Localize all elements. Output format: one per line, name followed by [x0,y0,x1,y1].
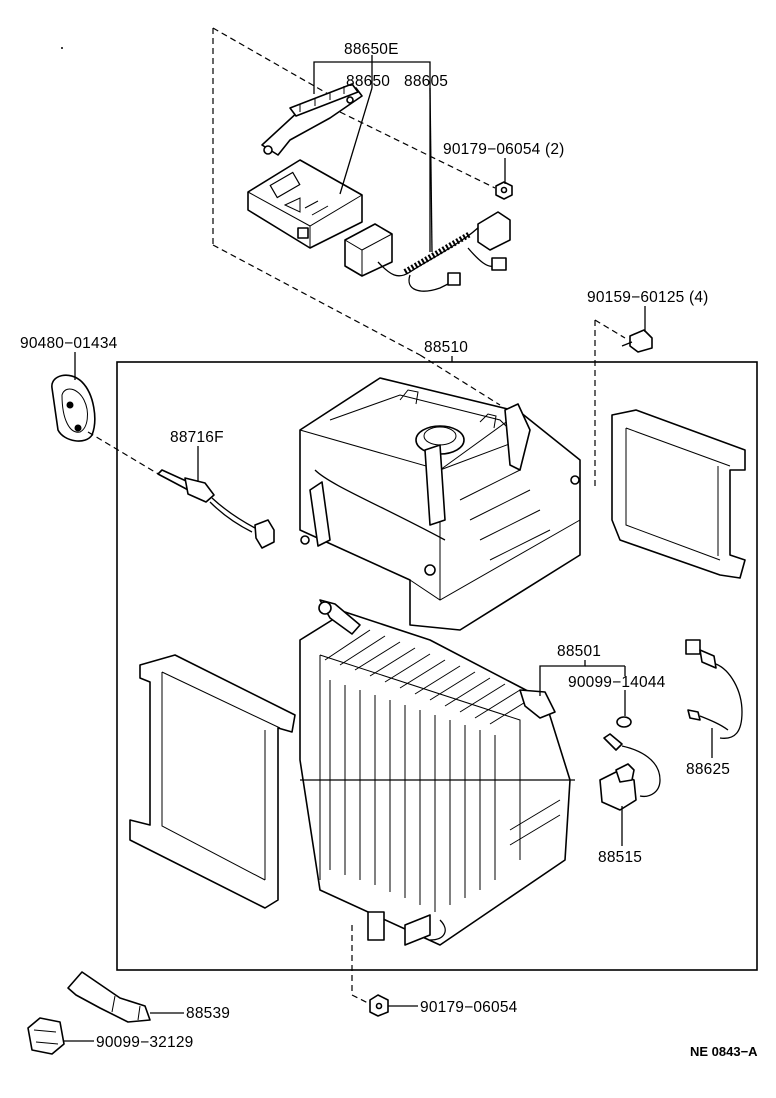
label-88625: 88625 [686,761,730,778]
reference-code: NE 0843−A [690,1044,758,1059]
label-88650: 88650 [346,73,390,90]
evaporator [299,599,575,946]
label-90099-14044: 90099−14044 [568,674,666,691]
grommet [51,374,96,442]
label-88501: 88501 [557,643,601,660]
plug [27,1017,65,1055]
nut-bottom [369,994,389,1017]
washer [616,716,632,728]
pressure-switch [599,733,661,811]
drain-hose [67,971,151,1023]
label-90480-01434: 90480−01434 [20,335,118,352]
label-90099-32129: 90099−32129 [96,1034,193,1051]
stray-mark [61,47,63,49]
part-labels: 88650E 88650 88605 90179−06054 (2) 90159… [20,41,758,1059]
right-seal-frame [611,409,746,579]
nut-top [495,181,513,200]
upper-case [299,377,581,631]
label-88539: 88539 [186,1005,230,1022]
amplifier-bracket [261,83,363,156]
label-88515: 88515 [598,849,642,866]
wire-harness [344,211,511,292]
label-90179-06054-2: 90179−06054 (2) [443,141,565,158]
leader-lines [64,55,713,1042]
amplifier-box [247,159,363,249]
wire-sensor [685,639,743,739]
thermistor [157,469,275,549]
evaporator-fins [324,629,536,912]
label-90179-06054: 90179−06054 [420,999,518,1016]
label-88605: 88605 [404,73,448,90]
label-88510: 88510 [424,339,468,356]
label-90159-60125-4: 90159−60125 (4) [587,289,709,306]
screw-top-right [621,329,653,353]
label-88716F: 88716F [170,429,224,446]
left-seal-frame [129,654,296,909]
top-group-dashed-lines [212,27,501,406]
label-88650E: 88650E [344,41,399,58]
assembly-frame [116,361,758,971]
